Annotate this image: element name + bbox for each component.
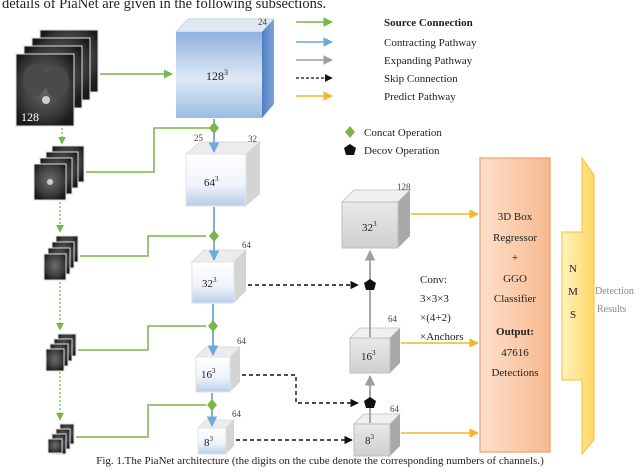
decov-legend-icon [344,144,356,155]
legend-decov: Decov Operation [364,145,440,157]
cube-3-size: 323 [202,276,217,290]
cube-4-channels: 64 [237,336,247,346]
input-scan-stack-5 [47,423,75,455]
expanding-cube-1-channels: 128 [397,182,411,192]
legend-contracting: Contracting Pathway [384,37,477,49]
svg-text:Conv:: Conv: [420,274,447,286]
cube-1-size: 1283 [206,68,228,83]
expanding-cube-3-channels: 64 [390,404,400,414]
predict-pathway-arrows [401,209,479,438]
legend: Source Connection Contracting Pathway Ex… [296,17,477,157]
svg-text:3×3×3: 3×3×3 [420,293,449,305]
svg-text:×Anchors: ×Anchors [420,331,463,343]
intro-text: details of PiaNet are given in the follo… [2,0,327,12]
cube-1-channels: 24 [258,17,268,27]
cube-3-channels: 64 [242,240,252,250]
output-box: 3D Box Regressor + GGO Classifier Output… [479,157,551,453]
expanding-cube-2-channels: 64 [388,314,398,324]
svg-text:Results: Results [597,304,627,315]
figure-caption: Fig. 1.The PiaNet architecture (the digi… [96,455,544,467]
contracting-cube-3: 64 323 [190,240,252,304]
legend-concat: Concat Operation [364,127,442,139]
expanding-cube-3-size: 83 [365,433,375,447]
svg-text:GGO: GGO [503,273,527,285]
output-label: Output: [496,326,534,338]
contracting-cube-5: 64 83 [196,409,242,455]
expanding-cube-1: 128 323 [340,182,412,249]
legend-predict: Predict Pathway [384,91,456,103]
svg-text:Regressor: Regressor [493,232,537,244]
input-scan-stack-3 [43,235,79,281]
svg-text:3D Box: 3D Box [498,211,533,223]
contracting-cube-2: 25 32 643 [184,133,262,207]
expanding-cube-3: 64 83 [352,404,402,457]
expanding-cube-2-size: 163 [361,349,376,363]
cube-5-channels: 64 [232,409,242,419]
cube-5-size: 83 [204,435,214,449]
svg-text:N: N [569,263,577,275]
svg-text:S: S [570,309,576,321]
concat-diamonds [207,122,219,411]
detection-results-label: Detection [595,286,634,297]
nms-block: N M S Detection Results [561,156,634,456]
input-scan-stack-2 [33,145,85,201]
expanding-cube-2: 64 163 [348,314,402,374]
expanding-cube-1-size: 323 [362,220,377,234]
input-downsample-arrows [56,128,66,421]
contracting-cube-4: 64 163 [194,336,247,393]
skip-connection-arrows [236,280,359,445]
cube-2-channels: 32 [248,134,257,144]
svg-text:+: + [512,252,518,264]
input-size-label: 128 [21,110,39,124]
svg-text:Classifier: Classifier [494,293,536,305]
decov-pentagons [364,279,376,408]
cube-2-side-label: 25 [194,133,204,143]
conv-description: Conv: 3×3×3 ×(4+2) ×Anchors [420,274,463,343]
legend-expanding: Expanding Pathway [384,55,473,67]
source-connection-arrows [76,69,210,438]
svg-text:47616: 47616 [501,347,529,359]
svg-text:Detections: Detections [491,367,538,379]
cube-4-size: 163 [201,367,216,381]
svg-text:×(4+2): ×(4+2) [420,312,451,324]
contracting-cube-1: 24 1283 [174,17,276,118]
legend-skip: Skip Connection [384,73,458,85]
legend-source: Source Connection [384,17,473,29]
input-scan-stack-4 [45,333,77,372]
cube-2-size: 643 [204,175,219,189]
input-scan-stack-1: 128 [15,29,99,127]
svg-text:M: M [568,286,578,298]
concat-legend-icon [345,126,355,138]
